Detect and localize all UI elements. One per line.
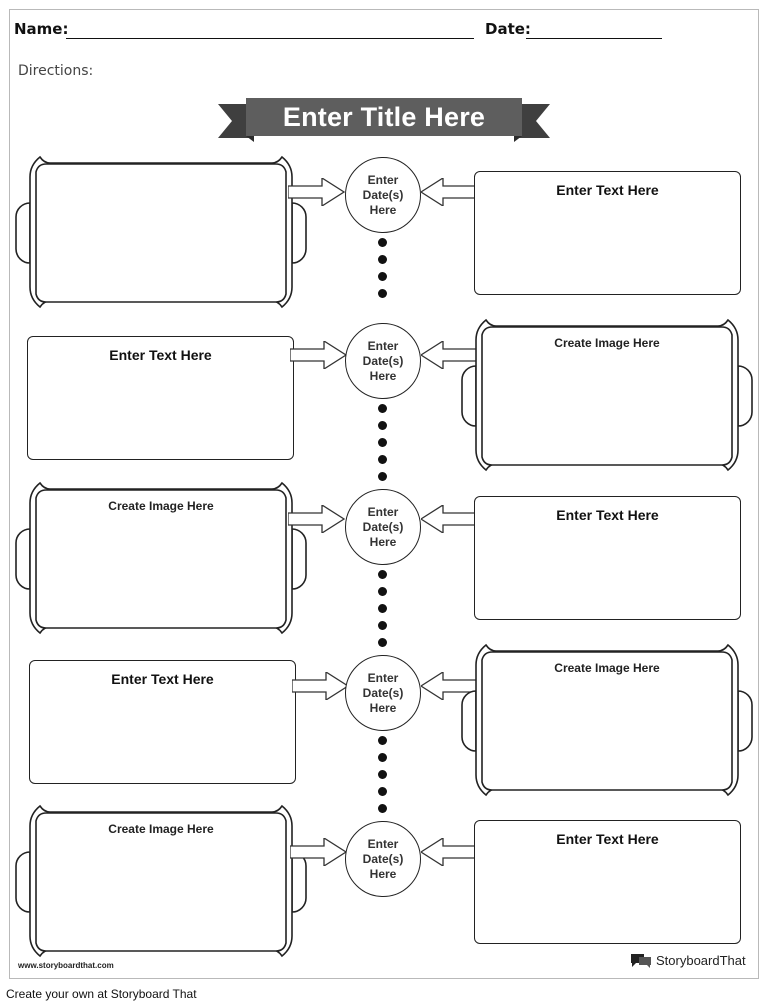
name-line[interactable] [66, 38, 474, 39]
date-label: Date: [485, 20, 531, 38]
timeline-dot [378, 289, 387, 298]
text-box[interactable]: Enter Text Here [474, 496, 741, 620]
arrow-left-icon [421, 838, 478, 866]
timeline-dot [378, 438, 387, 447]
timeline-dot [378, 621, 387, 630]
timeline-dot [378, 804, 387, 813]
text-box[interactable]: Enter Text Here [474, 820, 741, 944]
arrow-right-icon [288, 178, 346, 206]
timeline-dot [378, 255, 387, 264]
timeline-dot [378, 753, 387, 762]
image-frame[interactable] [456, 641, 758, 805]
speech-bubbles-icon [631, 954, 651, 968]
arrow-left-icon [421, 341, 478, 369]
arrow-right-icon [290, 341, 348, 369]
text-box[interactable]: Enter Text Here [27, 336, 294, 460]
image-frame-slot: Create Image Here [554, 661, 660, 675]
name-label: Name: [14, 20, 69, 38]
timeline-dot [378, 770, 387, 779]
image-frame-slot: Create Image Here [554, 336, 660, 350]
arrow-right-icon [288, 505, 346, 533]
timeline-dot [378, 736, 387, 745]
timeline-dot [378, 421, 387, 430]
arrow-left-icon [421, 178, 478, 206]
footer-link[interactable]: Create your own at Storyboard That [6, 987, 197, 1001]
timeline-dot [378, 638, 387, 647]
image-frame-slot: Create Image Here [108, 822, 214, 836]
image-frame-slot [10, 153, 312, 317]
timeline-dot [378, 238, 387, 247]
timeline-dot [378, 787, 387, 796]
timeline-dot [378, 570, 387, 579]
arrow-right-icon [292, 672, 350, 700]
site-url: www.storyboardthat.com [18, 961, 114, 970]
timeline-dot [378, 604, 387, 613]
image-frame[interactable] [10, 802, 312, 966]
title-text[interactable]: Enter Title Here [282, 101, 486, 132]
image-frame[interactable] [10, 153, 312, 317]
directions-label: Directions: [18, 63, 94, 79]
image-frame[interactable] [456, 316, 758, 480]
timeline-dot [378, 587, 387, 596]
storyboardthat-logo: StoryboardThat [630, 952, 746, 968]
timeline-dot [378, 404, 387, 413]
arrow-right-icon [290, 838, 348, 866]
image-frame-slot: Create Image Here [108, 499, 214, 513]
arrow-left-icon [421, 505, 478, 533]
image-frame[interactable] [10, 479, 312, 643]
date-line[interactable] [526, 38, 662, 39]
text-box[interactable]: Enter Text Here [29, 660, 296, 784]
timeline-dot [378, 272, 387, 281]
timeline-dot [378, 472, 387, 481]
timeline-dot [378, 455, 387, 464]
text-box[interactable]: Enter Text Here [474, 171, 741, 295]
